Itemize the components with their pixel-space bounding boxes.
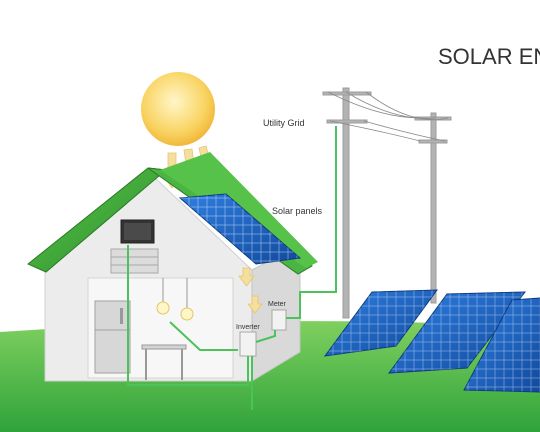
meter-label: Meter (268, 301, 287, 308)
inverter-box (239, 331, 257, 357)
meter-box (271, 309, 287, 331)
diagram-title: SOLAR EN (438, 44, 540, 69)
lamp-icon (156, 301, 170, 315)
house (27, 152, 318, 382)
refrigerator-icon (94, 300, 131, 374)
sun-icon (141, 72, 215, 146)
lamp-icon (180, 307, 194, 321)
tv-cabinet (110, 248, 159, 274)
wiring (127, 126, 337, 410)
utility-grid-label: Utility Grid (263, 118, 305, 128)
inverter-label: Inverter (236, 324, 260, 331)
solar-panels-label: Solar panels (272, 206, 323, 216)
ground-solar-array (323, 289, 540, 393)
utility-poles (322, 87, 452, 319)
power-lines (327, 91, 449, 142)
table-icon (141, 344, 187, 350)
panel-to-inverter-arrow (238, 267, 255, 287)
